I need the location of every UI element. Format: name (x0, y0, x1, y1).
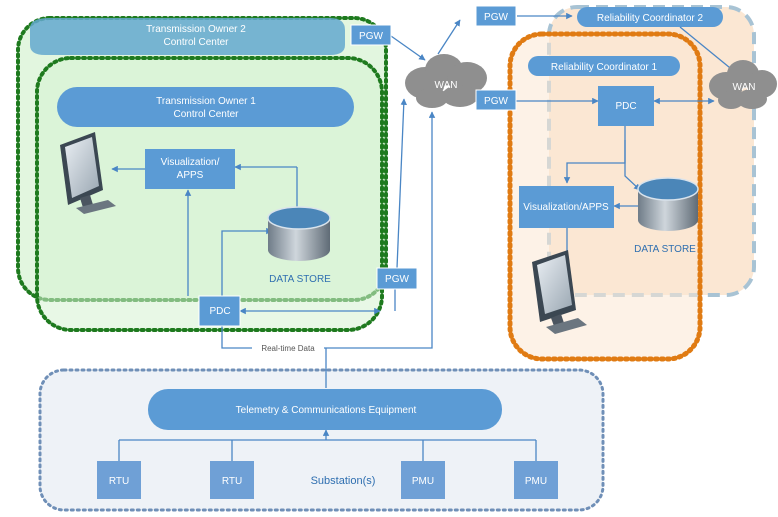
substation-label: Substation(s) (311, 475, 376, 487)
rc1-pdc-label: PDC (615, 101, 636, 112)
line-rc1pdc-to-ds (624, 140, 641, 191)
realtime-label-bg (252, 343, 324, 353)
pgw-box-rc (475, 89, 517, 111)
pmu-label-2: PMU (525, 476, 547, 487)
to1-vis-line1: Visualization/ (161, 157, 220, 168)
to1-pdc-label: PDC (209, 306, 230, 317)
pgw-label-rc: PGW (484, 96, 508, 107)
rtu-box-1 (97, 461, 141, 499)
to1-title-line2: Control Center (173, 109, 239, 120)
pmu-box-2 (514, 461, 558, 499)
wan-cloud-right: WAN (709, 60, 777, 109)
to1-visualization-box (145, 149, 235, 189)
line-pgw-to-wan (396, 98, 408, 269)
to1-datastore-label: DATA STORE (269, 274, 331, 285)
telemetry-label: Telemetry & Communications Equipment (236, 405, 417, 416)
rtu-label-1: RTU (109, 476, 129, 487)
realtime-data-label: Real-time Data (261, 344, 315, 353)
rc1-monitor-icon (532, 250, 587, 334)
telemetry-equipment-bar (148, 389, 502, 430)
line-rc2-wan2 (679, 26, 736, 73)
rc1-title: Reliability Coordinator 1 (551, 62, 658, 73)
rc1-datastore-icon (637, 177, 699, 231)
wan-label-right: WAN (733, 82, 756, 93)
to1-title-bar (57, 87, 354, 127)
rc2-title-bar (577, 7, 723, 27)
pgw-box-to1 (376, 267, 418, 290)
pmu-box-1 (401, 461, 445, 499)
line-wan-toppgw (437, 19, 461, 55)
line-to2pgw-wan (390, 35, 426, 61)
pgw-label-to1: PGW (385, 274, 409, 285)
to1-vis-line2: APPS (177, 170, 204, 181)
to2-title-line1: Transmission Owner 2 (146, 24, 246, 35)
pgw-label-top: PGW (484, 12, 508, 23)
to1-title-line1: Transmission Owner 1 (156, 96, 256, 107)
rc1-pdc-box (598, 86, 654, 126)
to2-title-line2: Control Center (163, 37, 229, 48)
wan-cloud-left: WAN (405, 54, 487, 108)
connection-lines (111, 12, 736, 461)
line-realtime-data (221, 111, 436, 349)
to2-title-bar (30, 18, 345, 55)
rtu-label-2: RTU (222, 476, 242, 487)
rtu-box-2 (210, 461, 254, 499)
pmu-label-1: PMU (412, 476, 434, 487)
pgw-box-top (475, 5, 517, 27)
rc2-title: Reliability Coordinator 2 (597, 13, 704, 24)
to1-datastore-icon (267, 206, 331, 261)
pgw-box-to2 (350, 24, 392, 46)
pgw-label-to2: PGW (359, 31, 383, 42)
rc1-visualization-box (519, 186, 614, 228)
wan-label-left: WAN (435, 80, 458, 91)
rc1-datastore-label: DATA STORE (634, 244, 696, 255)
rc1-title-bar (528, 56, 680, 76)
rc1-vis-label: Visualization/APPS (523, 202, 609, 213)
to1-pdc-box (198, 295, 241, 327)
to1-monitor-icon (60, 132, 116, 214)
line-pdc-to-ds (221, 227, 273, 296)
